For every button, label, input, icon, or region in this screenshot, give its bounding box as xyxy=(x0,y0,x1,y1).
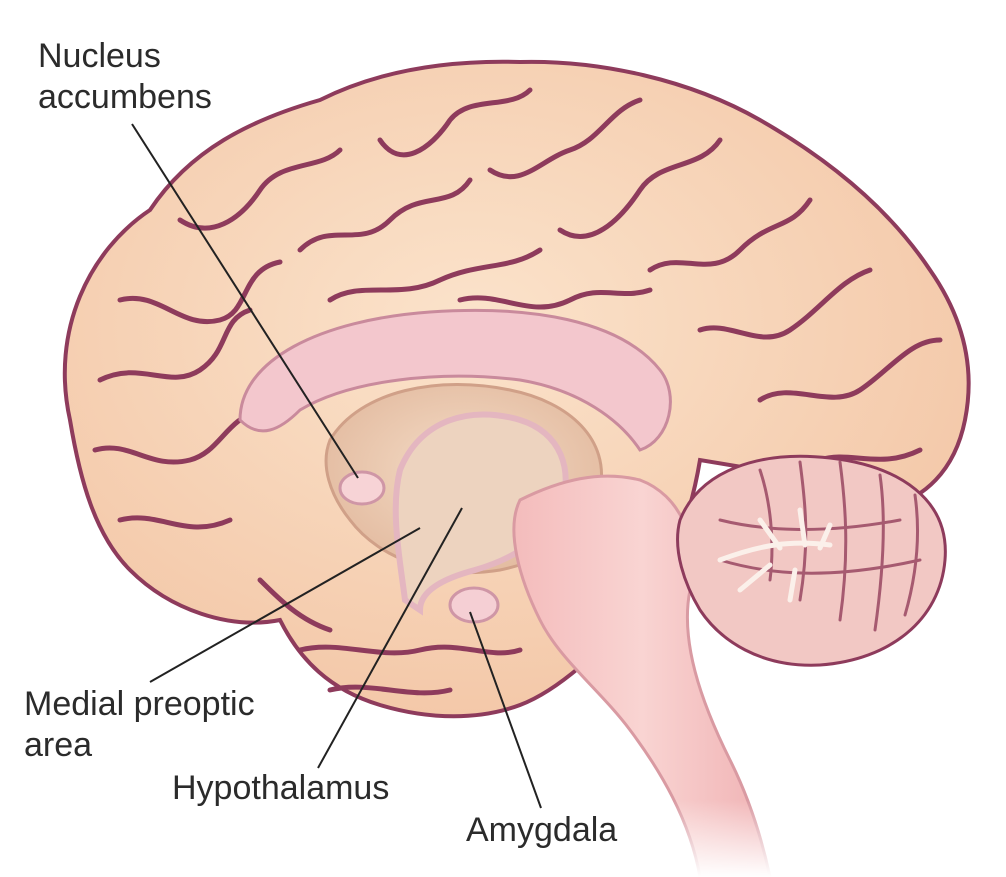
corpus-callosum xyxy=(238,308,672,452)
label-medial-preoptic-area: Medial preoptic area xyxy=(24,684,255,766)
label-medial-preoptic-area-line1: Medial preoptic xyxy=(24,685,255,723)
leader-hypothalamus xyxy=(317,507,463,769)
label-nucleus-accumbens-line2: accumbens xyxy=(38,78,212,116)
label-nucleus-accumbens-line1: Nucleus xyxy=(38,37,161,75)
leader-amygdala xyxy=(469,611,542,809)
label-medial-preoptic-area-line2: area xyxy=(24,726,93,764)
brainstem-fade xyxy=(660,800,800,877)
leader-medial-preoptic-area xyxy=(149,527,421,683)
leader-lines xyxy=(131,123,542,809)
label-nucleus-accumbens: Nucleus accumbens xyxy=(38,36,212,118)
label-hypothalamus: Hypothalamus xyxy=(172,769,390,807)
cerebral-cortex xyxy=(62,59,971,719)
amygdala xyxy=(448,586,500,624)
nucleus-accumbens xyxy=(338,470,386,506)
leader-nucleus-accumbens xyxy=(131,123,359,479)
cerebellum xyxy=(676,454,947,667)
label-amygdala: Amygdala xyxy=(466,811,618,849)
